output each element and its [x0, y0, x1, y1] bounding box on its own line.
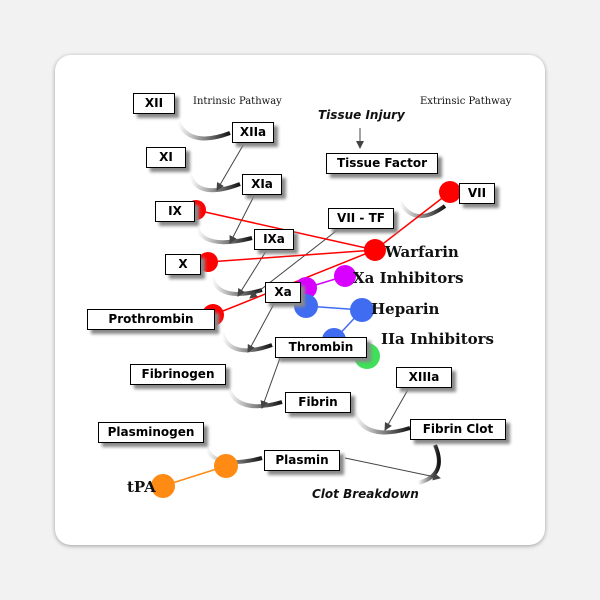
- curve-clot-breakdown: [417, 444, 441, 485]
- iia-inhibitors-label: IIa Inhibitors: [381, 330, 494, 348]
- factor-xii-box: XII: [133, 93, 175, 114]
- clot-breakdown-label: Clot Breakdown: [312, 487, 419, 501]
- prothrombin-box: Prothrombin: [87, 309, 215, 330]
- xa-inhibitor-circle: [334, 265, 356, 287]
- tpa-circle: [151, 474, 175, 498]
- arrow-ixa: [237, 247, 269, 297]
- curve-xii-xiia: [176, 121, 231, 141]
- plasminogen-box: Plasminogen: [98, 422, 204, 443]
- warfarin-circle-x: [198, 252, 218, 272]
- arrow-xiia: [216, 141, 246, 191]
- factor-xia-box: XIa: [242, 174, 282, 195]
- curve-fibrin-clot: [352, 411, 411, 435]
- factor-ixa-box: IXa: [254, 229, 294, 250]
- arrow-plasmin: [344, 457, 441, 481]
- arrow-xia: [229, 193, 256, 244]
- arrow-xa: [247, 301, 276, 353]
- curve-ix-ixa: [195, 227, 253, 245]
- factor-xiia-box: XIIa: [232, 122, 274, 143]
- tissue-injury-label: Tissue Injury: [318, 108, 405, 122]
- factor-xiiia-box: XIIIa: [396, 367, 452, 388]
- fibrin-clot-box: Fibrin Clot: [410, 419, 506, 440]
- fibrin-box: Fibrin: [285, 392, 351, 413]
- fibrinogen-box: Fibrinogen: [130, 364, 226, 385]
- extrinsic-pathway-heading: Extrinsic Pathway: [420, 96, 512, 107]
- curve-fibrinogen-fibrin: [226, 387, 283, 409]
- tpa-label: tPA: [127, 478, 156, 496]
- warfarin-circle: [364, 239, 386, 261]
- factor-ix-box: IX: [155, 201, 195, 222]
- thrombin-box: Thrombin: [275, 337, 367, 358]
- cascade-arrows: [176, 121, 447, 485]
- curve-x-xa: [210, 277, 263, 296]
- arrow-xiiia: [384, 385, 411, 431]
- plasmin-box: Plasmin: [264, 450, 340, 471]
- curve-xi-xia: [188, 174, 241, 193]
- factor-xa-box: Xa: [265, 282, 301, 303]
- intrinsic-pathway-heading: Intrinsic Pathway: [193, 96, 282, 107]
- curve-prothrombin-thrombin: [220, 332, 273, 353]
- warfarin-label: Warfarin: [385, 243, 459, 261]
- tissue-factor-box: Tissue Factor: [326, 153, 438, 174]
- warfarin-circle-vii: [439, 181, 461, 203]
- arrow-thrombin: [260, 357, 281, 409]
- xa-inhibitors-label: Xa Inhibitors: [353, 269, 464, 287]
- factor-x-box: X: [165, 254, 201, 275]
- heparin-circle: [350, 298, 374, 322]
- enzyme-arrows: [216, 128, 441, 481]
- heparin-label: Heparin: [371, 300, 440, 318]
- tpa-circle-plasminogen: [214, 454, 238, 478]
- vii-tf-box: VII - TF: [328, 208, 394, 229]
- factor-xi-box: XI: [146, 147, 186, 168]
- factor-vii-box: VII: [459, 183, 495, 204]
